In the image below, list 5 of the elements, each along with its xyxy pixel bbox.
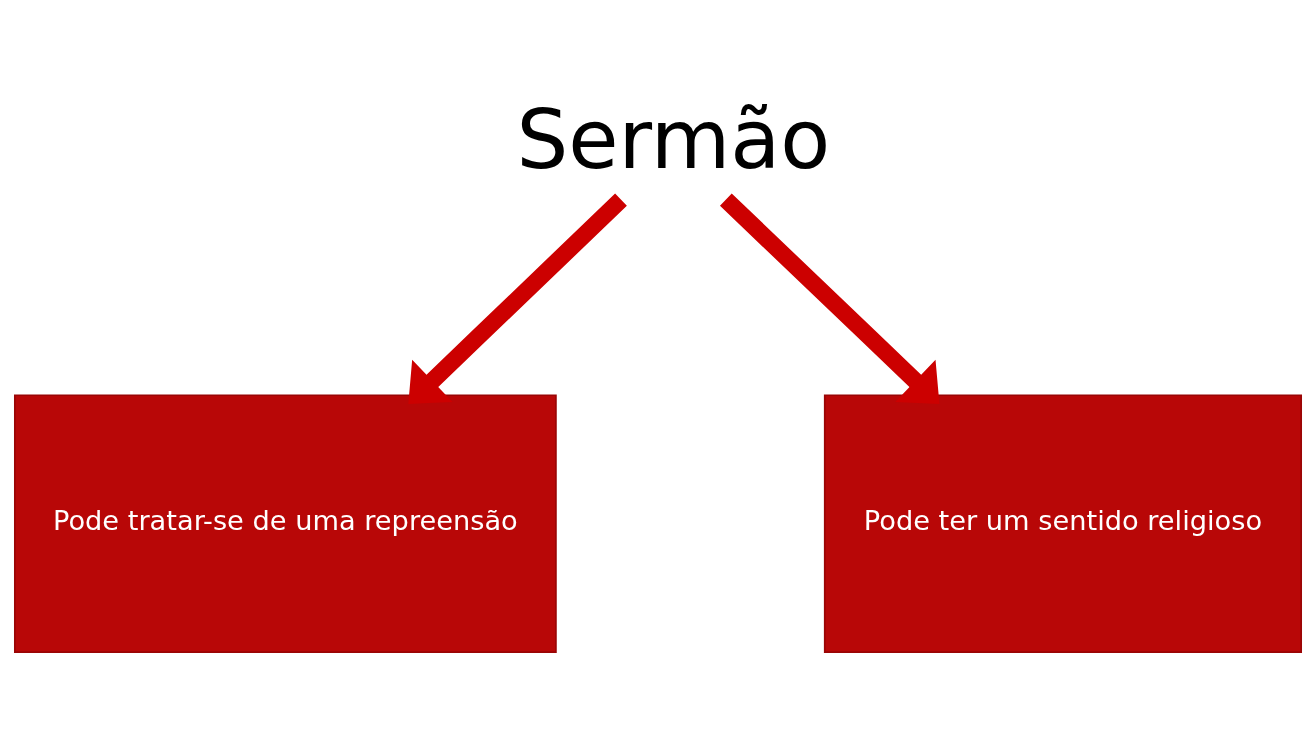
- node-text: Sermão: [516, 91, 831, 187]
- arrow: [408, 193, 627, 404]
- node-box: Pode tratar-se de uma repreensão: [14, 393, 557, 653]
- node-box: Pode ter um sentido religioso: [823, 393, 1302, 653]
- arrow: [719, 193, 940, 404]
